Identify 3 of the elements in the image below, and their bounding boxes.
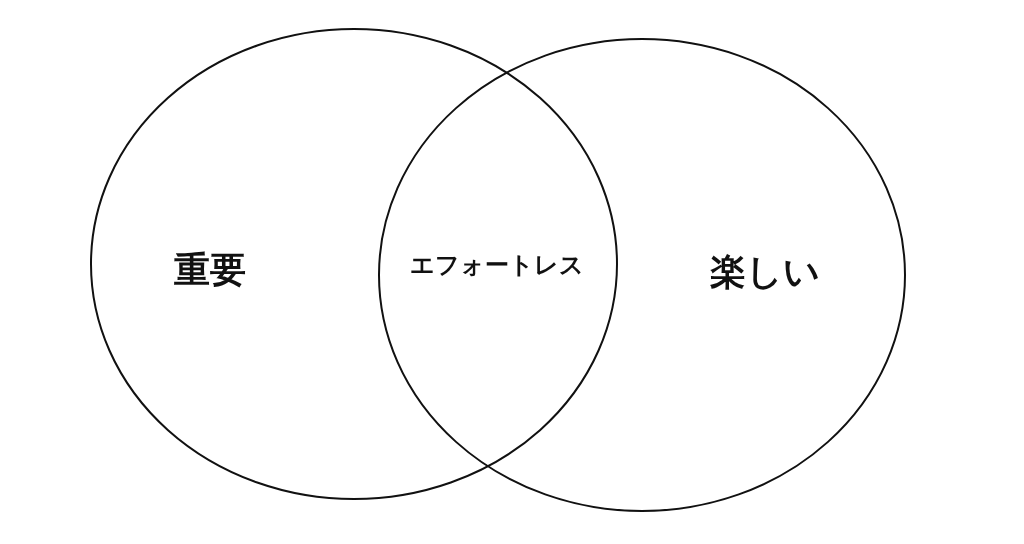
overlap-label: エフォートレス — [410, 250, 584, 281]
circle-label: 楽しい — [710, 249, 820, 294]
circle-label: 重要 — [174, 247, 246, 292]
